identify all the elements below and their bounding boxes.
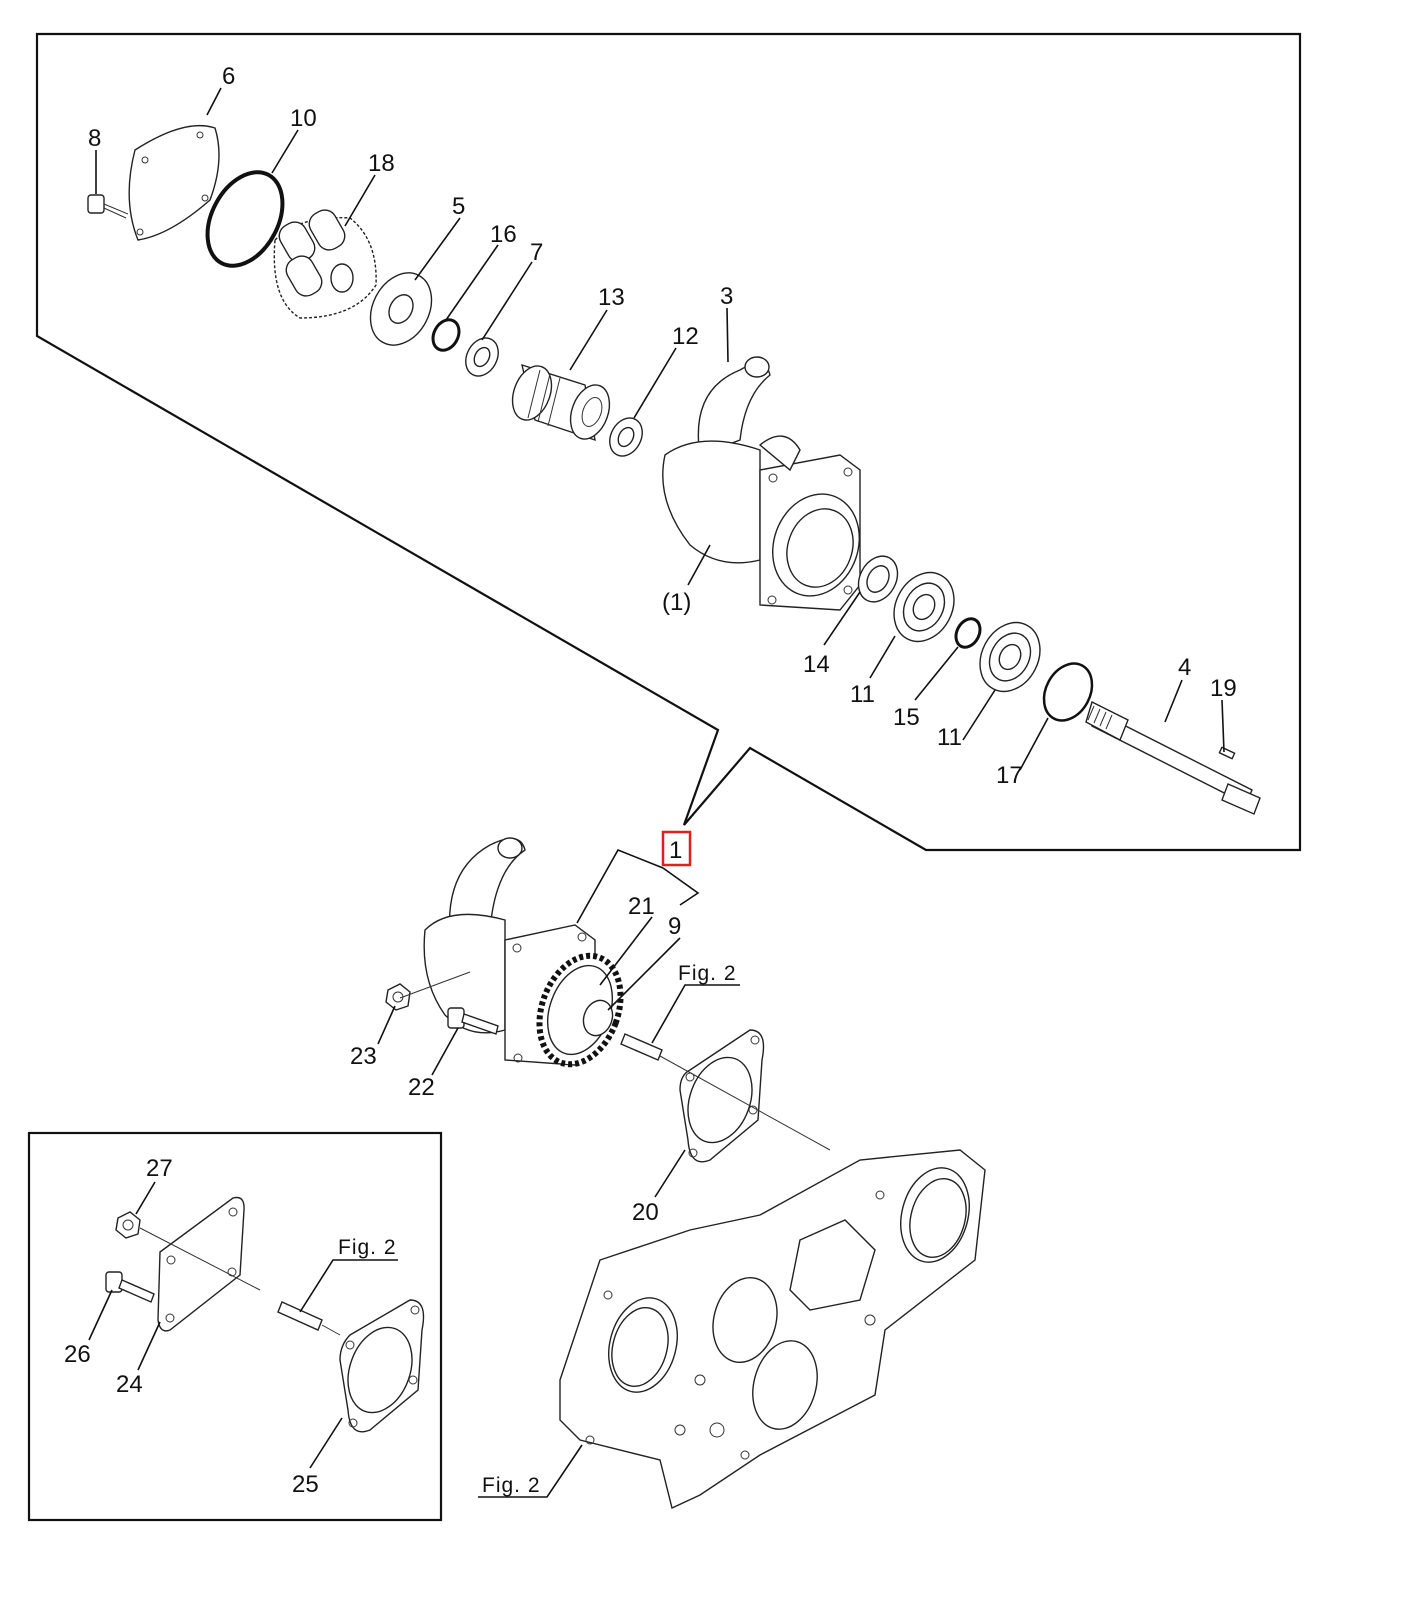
part-26-bolt[interactable] <box>105 1271 155 1303</box>
part-12-seal[interactable] <box>603 412 648 461</box>
fig-ref-inset[interactable]: Fig. 2 <box>338 1236 397 1259</box>
callout-19[interactable]: 19 <box>1210 675 1237 702</box>
part-8-bolt[interactable] <box>87 194 129 219</box>
callout-13[interactable]: 13 <box>598 284 625 311</box>
callout-17[interactable]: 17 <box>996 762 1023 789</box>
part-17-snap-ring[interactable] <box>1034 655 1101 729</box>
callout-23[interactable]: 23 <box>350 1043 377 1070</box>
gear-case-plate[interactable] <box>559 1149 986 1509</box>
part-27-nut[interactable] <box>115 1211 141 1239</box>
part-1-pump-housing[interactable] <box>662 356 873 611</box>
callout-11-a[interactable]: 11 <box>850 681 875 708</box>
fig-ref-main[interactable]: Fig. 2 <box>678 962 737 985</box>
callout-12[interactable]: 12 <box>672 323 699 350</box>
part-24-blanking-plate[interactable] <box>157 1196 245 1332</box>
fig-ref-bottom[interactable]: Fig. 2 <box>482 1474 541 1497</box>
callout-18[interactable]: 18 <box>368 150 395 177</box>
part-16-snap-ring[interactable] <box>428 315 464 355</box>
part-18-impeller[interactable] <box>273 206 377 319</box>
callout-16[interactable]: 16 <box>490 221 517 248</box>
callout-11-b[interactable]: 11 <box>937 724 962 751</box>
callout-24[interactable]: 24 <box>116 1371 143 1398</box>
callout-20[interactable]: 20 <box>632 1199 659 1226</box>
callout-14[interactable]: 14 <box>803 651 830 678</box>
part-13-mechanical-seal[interactable] <box>506 361 617 445</box>
part-14-oil-seal[interactable] <box>851 549 905 608</box>
part-6-cover-plate[interactable] <box>128 124 220 241</box>
callout-5[interactable]: 5 <box>452 193 465 220</box>
callout-21[interactable]: 21 <box>628 893 655 920</box>
part-22-bolt[interactable] <box>447 1007 499 1035</box>
part-5-washer[interactable] <box>358 262 443 355</box>
detail-frame <box>35 32 1302 852</box>
callout-9[interactable]: 9 <box>668 913 681 940</box>
part-23-nut[interactable] <box>385 983 411 1011</box>
callout-4[interactable]: 4 <box>1178 654 1191 681</box>
part-7-washer[interactable] <box>459 332 504 381</box>
callout-3[interactable]: 3 <box>720 283 733 310</box>
part-11-bearing-b[interactable] <box>968 612 1051 702</box>
inset-stud-bolt[interactable] <box>277 1301 323 1331</box>
part-15-snap-ring[interactable] <box>951 615 985 652</box>
part-4-shaft[interactable] <box>1085 701 1261 815</box>
callout-25[interactable]: 25 <box>292 1471 319 1498</box>
callout-1-paren[interactable]: (1) <box>662 589 691 616</box>
part-10-o-ring[interactable] <box>192 159 297 278</box>
callout-27[interactable]: 27 <box>146 1155 173 1182</box>
callout-26[interactable]: 26 <box>64 1341 91 1368</box>
callout-15[interactable]: 15 <box>893 704 920 731</box>
callout-1[interactable]: 1 <box>669 837 682 864</box>
callout-10[interactable]: 10 <box>290 105 317 132</box>
callout-7[interactable]: 7 <box>530 239 543 266</box>
part-19-key[interactable] <box>1218 746 1236 760</box>
callout-6[interactable]: 6 <box>222 63 235 90</box>
stud-bolt[interactable] <box>620 1033 663 1061</box>
callout-22[interactable]: 22 <box>408 1074 435 1101</box>
leader-lines <box>88 87 1225 1498</box>
callout-8[interactable]: 8 <box>88 125 101 152</box>
selected-item-highlight <box>661 830 692 867</box>
part-11-bearing-a[interactable] <box>882 562 965 652</box>
inset-frame <box>27 1131 443 1522</box>
part-21-gear[interactable] <box>525 944 635 1075</box>
part-25-gasket[interactable] <box>337 1299 425 1433</box>
part-20-gasket[interactable] <box>677 1029 765 1163</box>
